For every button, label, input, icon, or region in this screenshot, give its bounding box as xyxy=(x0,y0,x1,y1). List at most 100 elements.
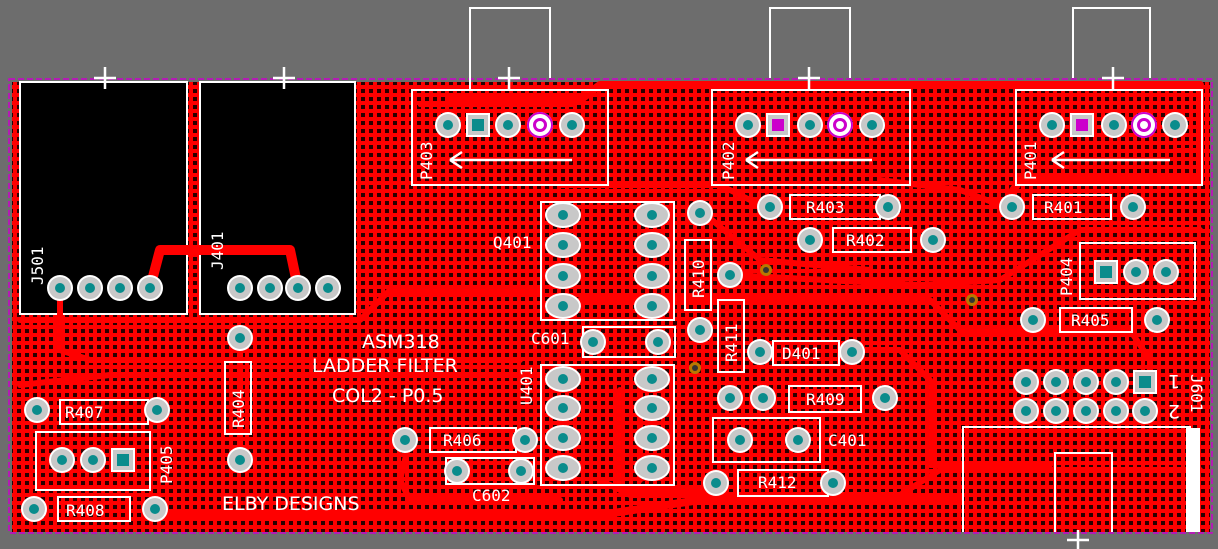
pad xyxy=(647,374,657,384)
pad xyxy=(152,405,162,415)
label-r405: R405 xyxy=(1071,311,1110,330)
pad xyxy=(558,210,568,220)
pad xyxy=(755,347,765,357)
pad xyxy=(883,202,893,212)
pad xyxy=(235,283,245,293)
pad xyxy=(443,120,453,130)
pad xyxy=(647,301,657,311)
pad xyxy=(503,120,513,130)
pad xyxy=(400,435,410,445)
pad xyxy=(793,435,803,445)
pad xyxy=(1081,377,1091,387)
label-r408: R408 xyxy=(66,501,105,520)
label-r410: R410 xyxy=(689,259,708,298)
board-title-line-2: LADDER FILTER xyxy=(312,355,458,377)
pad xyxy=(1111,406,1121,416)
pad xyxy=(558,403,568,413)
j501-body xyxy=(20,82,187,314)
label-q401: Q401 xyxy=(493,233,532,252)
pad-drill xyxy=(117,454,129,466)
pad xyxy=(867,120,877,130)
pad xyxy=(567,120,577,130)
pad xyxy=(1140,406,1150,416)
pad xyxy=(1047,120,1057,130)
pad xyxy=(57,455,67,465)
board-title-line-3: COL2 - P0.5 xyxy=(332,385,444,407)
pad xyxy=(265,283,275,293)
pad xyxy=(1109,120,1119,130)
pad xyxy=(558,374,568,384)
pad xyxy=(1140,121,1148,129)
label-r407: R407 xyxy=(65,403,104,422)
label-j401: J401 xyxy=(208,231,227,270)
pad xyxy=(558,301,568,311)
pin-mark-2: 2 xyxy=(1168,400,1180,422)
pad xyxy=(805,235,815,245)
pad xyxy=(1007,202,1017,212)
pad xyxy=(1161,267,1171,277)
pad xyxy=(880,393,890,403)
label-p405: P405 xyxy=(157,445,176,484)
pad xyxy=(763,267,769,273)
pad xyxy=(452,466,462,476)
pad xyxy=(695,325,705,335)
pad xyxy=(653,337,663,347)
pad xyxy=(1051,406,1061,416)
pad xyxy=(1152,315,1162,325)
pad xyxy=(805,120,815,130)
pad xyxy=(647,210,657,220)
pad xyxy=(725,270,735,280)
label-r401: R401 xyxy=(1044,198,1083,217)
pad xyxy=(711,478,721,488)
board-outline xyxy=(8,78,1213,534)
pads xyxy=(21,112,1188,522)
maker-label: ELBY DESIGNS xyxy=(222,493,360,515)
pad xyxy=(836,121,844,129)
pad-drill xyxy=(472,119,484,131)
pad xyxy=(928,235,938,245)
pad xyxy=(323,283,333,293)
pad xyxy=(588,337,598,347)
label-c602: C602 xyxy=(472,486,511,505)
pad xyxy=(558,463,568,473)
pad xyxy=(765,202,775,212)
label-r403: R403 xyxy=(806,198,845,217)
pad xyxy=(758,393,768,403)
pad xyxy=(235,455,245,465)
pad xyxy=(847,347,857,357)
pad xyxy=(520,435,530,445)
pad xyxy=(1081,406,1091,416)
label-p402: P402 xyxy=(719,141,738,180)
pad xyxy=(32,405,42,415)
pad xyxy=(1111,377,1121,387)
pad xyxy=(1021,406,1031,416)
pad xyxy=(558,433,568,443)
pad xyxy=(1170,120,1180,130)
pad xyxy=(725,393,735,403)
label-r412: R412 xyxy=(758,473,797,492)
label-p403: P403 xyxy=(417,141,436,180)
label-u401: U401 xyxy=(517,366,536,405)
designator-labels: J501 J401 P403 P402 P401 Q401 R410 R411 … xyxy=(28,141,1206,520)
pad xyxy=(1021,377,1031,387)
pad xyxy=(1131,267,1141,277)
pad xyxy=(29,504,39,514)
label-r409: R409 xyxy=(806,390,845,409)
pad xyxy=(558,240,568,250)
label-c601: C601 xyxy=(531,329,570,348)
label-r402: R402 xyxy=(846,231,885,250)
label-r404: R404 xyxy=(229,389,248,428)
pad-drill xyxy=(1139,376,1151,388)
label-j501: J501 xyxy=(28,246,47,285)
label-d401: D401 xyxy=(782,344,821,363)
pad xyxy=(735,435,745,445)
label-r411: R411 xyxy=(722,323,741,362)
label-p401: P401 xyxy=(1021,141,1040,180)
pad xyxy=(150,504,160,514)
pad xyxy=(536,121,544,129)
label-j601: J601 xyxy=(1187,374,1206,413)
pad xyxy=(647,271,657,281)
pad xyxy=(88,455,98,465)
label-r406: R406 xyxy=(443,431,482,450)
